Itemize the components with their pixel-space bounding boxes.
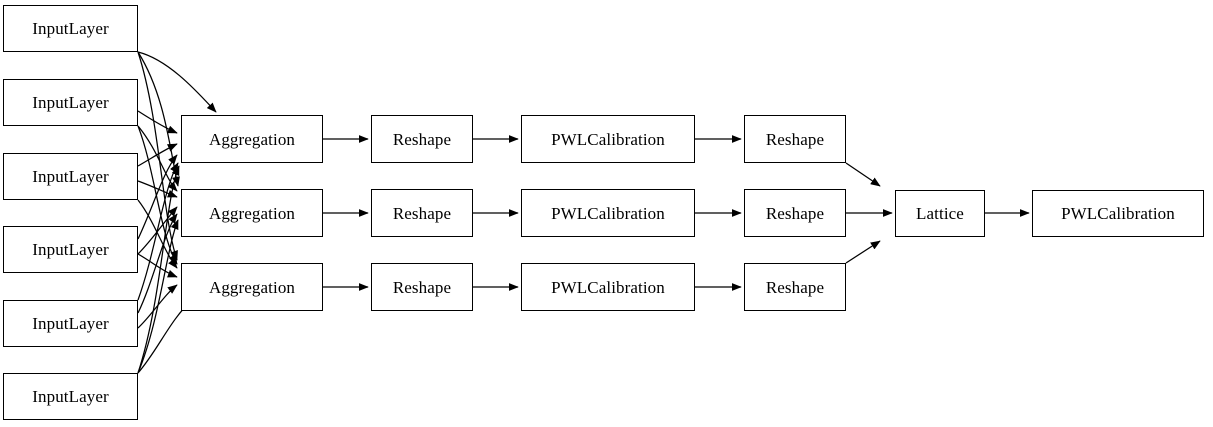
node-reshape-b-1[interactable]: Reshape: [744, 115, 846, 163]
node-aggregation-2[interactable]: Aggregation: [181, 189, 323, 237]
edge-input6-agg1: [137, 165, 180, 374]
node-label: Lattice: [916, 204, 964, 223]
node-label: InputLayer: [32, 93, 109, 112]
node-input-layer-6[interactable]: InputLayer: [3, 373, 138, 420]
edge-input4-agg2: [137, 206, 178, 255]
edge-input6-agg2: [137, 219, 179, 374]
node-input-layer-1[interactable]: InputLayer: [3, 5, 138, 52]
node-input-layer-5[interactable]: InputLayer: [3, 300, 138, 347]
edge-input3-agg1: [137, 143, 178, 167]
edge-reshapeb3-lattice: [845, 240, 881, 264]
node-label: InputLayer: [32, 167, 109, 186]
node-label: InputLayer: [32, 387, 109, 406]
node-input-layer-4[interactable]: InputLayer: [3, 226, 138, 273]
node-reshape-a-3[interactable]: Reshape: [371, 263, 473, 311]
node-lattice[interactable]: Lattice: [895, 190, 985, 237]
node-reshape-b-2[interactable]: Reshape: [744, 189, 846, 237]
node-label: Reshape: [765, 203, 825, 223]
node-label: Reshape: [392, 129, 452, 149]
node-label: Reshape: [392, 203, 452, 223]
node-reshape-a-1[interactable]: Reshape: [371, 115, 473, 163]
edge-input3-agg3: [137, 199, 178, 269]
node-label: PWLCalibration: [551, 129, 665, 149]
node-label: InputLayer: [32, 314, 109, 333]
node-pwl-calibration-1[interactable]: PWLCalibration: [521, 115, 695, 163]
node-reshape-b-3[interactable]: Reshape: [744, 263, 846, 311]
node-pwl-calibration-2[interactable]: PWLCalibration: [521, 189, 695, 237]
edge-input2-agg1: [137, 110, 178, 134]
edge-input5-agg2: [137, 213, 178, 314]
node-label: Aggregation: [208, 203, 296, 223]
edge-input4-agg3: [137, 253, 178, 278]
node-aggregation-1[interactable]: Aggregation: [181, 115, 323, 163]
node-output-pwl-calibration[interactable]: PWLCalibration: [1032, 190, 1204, 237]
node-input-layer-3[interactable]: InputLayer: [3, 153, 138, 200]
node-label: InputLayer: [32, 19, 109, 38]
edge-input1-agg1: [137, 51, 217, 113]
node-label: Reshape: [765, 129, 825, 149]
node-label: InputLayer: [32, 240, 109, 259]
node-label: PWLCalibration: [1061, 204, 1175, 223]
node-label: Reshape: [392, 277, 452, 297]
edge-input5-agg1: [137, 162, 179, 301]
edge-input1-agg3: [137, 51, 178, 261]
edge-reshapeb1-lattice: [845, 162, 881, 187]
node-reshape-a-2[interactable]: Reshape: [371, 189, 473, 237]
edge-input3-agg2: [137, 180, 178, 198]
node-label: Reshape: [765, 277, 825, 297]
edge-input2-agg3: [137, 125, 178, 265]
node-aggregation-3[interactable]: Aggregation: [181, 263, 323, 311]
node-pwl-calibration-3[interactable]: PWLCalibration: [521, 263, 695, 311]
node-label: PWLCalibration: [551, 277, 665, 297]
edge-input2-agg2: [137, 125, 178, 192]
edge-input5-agg3: [137, 284, 178, 329]
node-label: Aggregation: [208, 277, 296, 297]
node-input-layer-2[interactable]: InputLayer: [3, 79, 138, 126]
node-label: PWLCalibration: [551, 203, 665, 223]
edge-input1-agg2: [137, 51, 180, 187]
node-label: Aggregation: [208, 129, 296, 149]
edge-input4-agg1: [137, 154, 178, 240]
